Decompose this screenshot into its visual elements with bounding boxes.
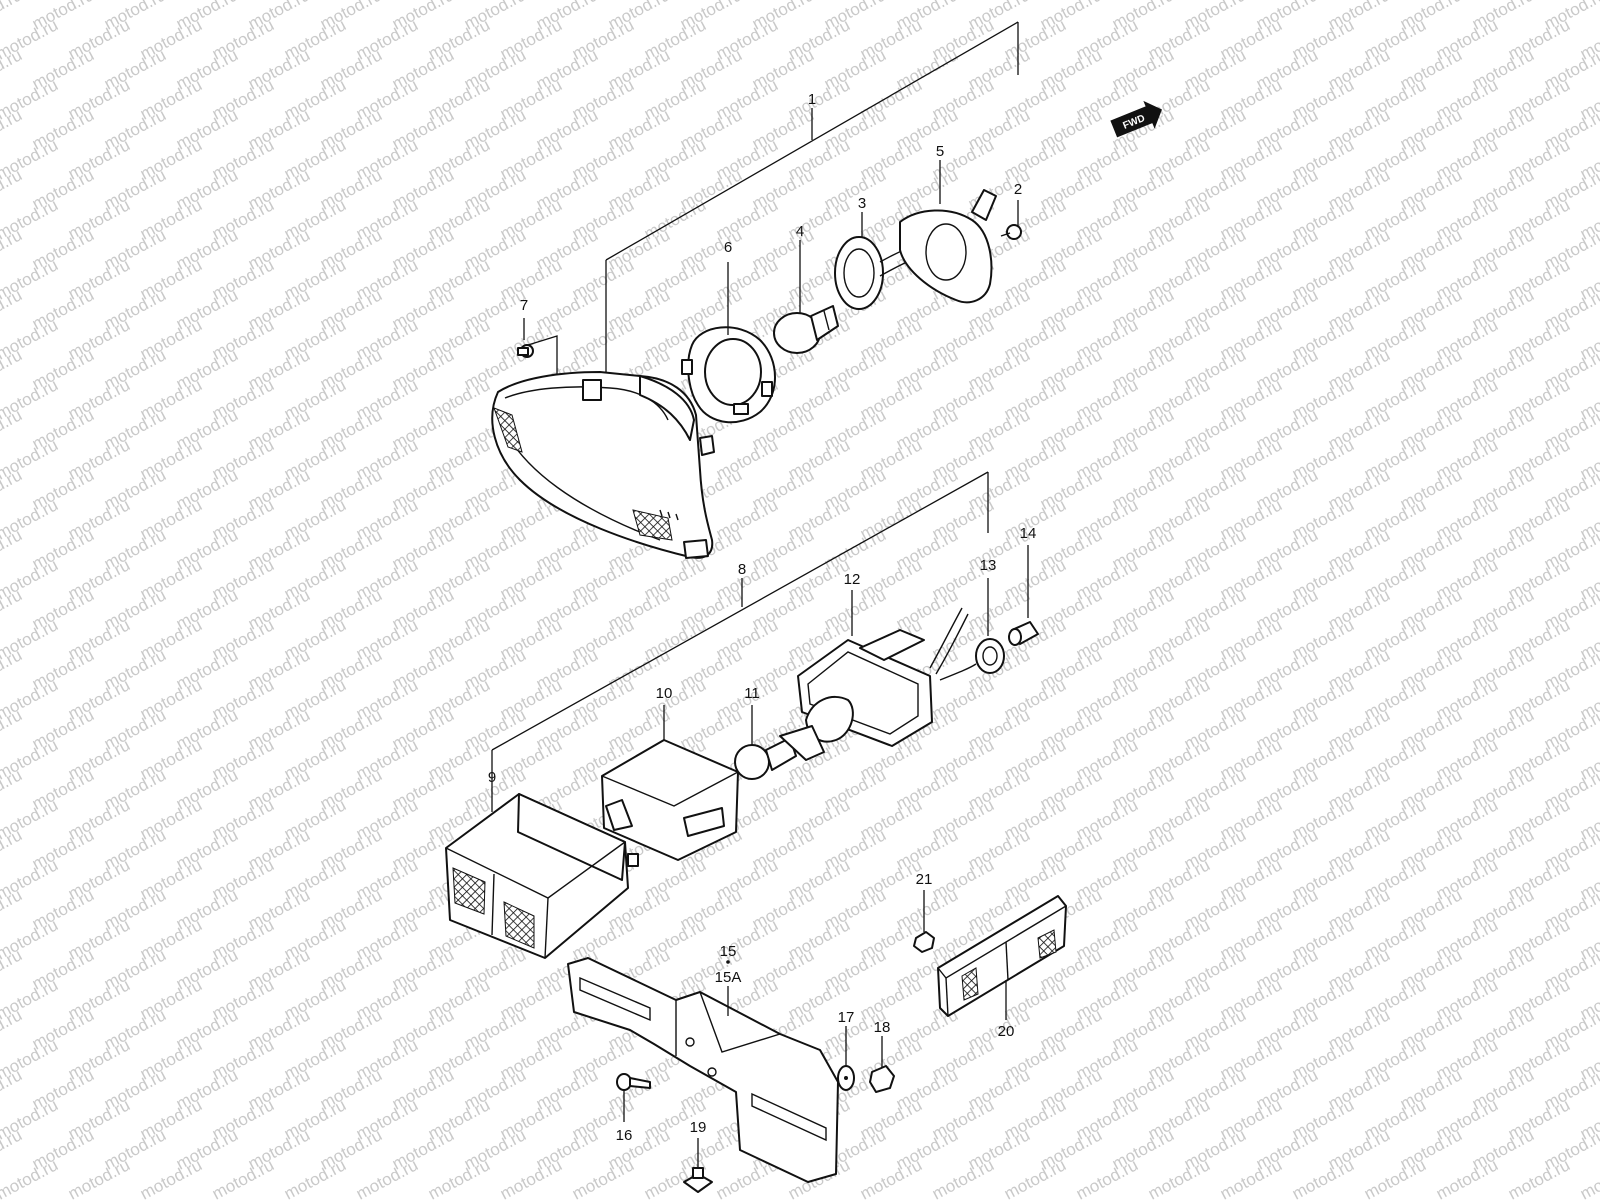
callout-17: 17 [838, 1009, 855, 1026]
callout-7: 7 [520, 297, 528, 314]
callout-10: 10 [656, 685, 673, 702]
part-6-socket-ring [681, 326, 776, 424]
callout-4: 4 [796, 223, 804, 240]
watermark-text: motod.ru [1505, 1155, 1573, 1200]
callout-14: 14 [1020, 525, 1037, 542]
callout-12: 12 [844, 571, 861, 588]
callout-9: 9 [488, 769, 496, 786]
watermark-text: motod.ru [1361, 1155, 1429, 1200]
watermark-text: motod.ru [1289, 1155, 1357, 1200]
callout-21: 21 [916, 871, 933, 888]
watermark-text: motod.ru [1073, 1155, 1141, 1200]
callout-18: 18 [874, 1019, 891, 1036]
callout-3: 3 [858, 195, 866, 212]
callout-6: 6 [724, 239, 732, 256]
callout-15: 15 [720, 943, 737, 960]
watermark-text: motod.ru [1001, 1155, 1069, 1200]
watermark-text: motod.ru [1577, 0, 1600, 4]
watermark-text: motod.ru [857, 1155, 925, 1200]
watermark-text: motod.ru [1145, 1155, 1213, 1200]
callout-15a: 15A [715, 969, 742, 986]
watermark-text: motod.ru [569, 1155, 637, 1200]
callout-19: 19 [690, 1119, 707, 1136]
watermark-text: motod.ru [497, 1155, 565, 1200]
watermark-text: motod.ru [137, 1155, 205, 1200]
watermark-text: motod.ru [209, 1155, 277, 1200]
watermark-text: motod.ru [0, 0, 25, 34]
watermark-text: motod.ru [1217, 1155, 1285, 1200]
part-12-lamp-plate [779, 607, 969, 761]
watermark-text: motod.ru [929, 1155, 997, 1200]
callout-11: 11 [744, 685, 760, 702]
part-17-washer [837, 1065, 855, 1091]
watermark-text: motod.ru [1433, 1155, 1501, 1200]
watermark-text: motod.ru [353, 1155, 421, 1200]
callout-16: 16 [616, 1127, 633, 1144]
watermark-text: motod.ru [0, 1155, 61, 1200]
callout-8: 8 [738, 561, 746, 578]
watermark-text: motod.ru [1577, 1155, 1600, 1200]
watermark-text: motod.ru [281, 1155, 349, 1200]
callout-20: 20 [998, 1023, 1015, 1040]
callout-13: 13 [980, 557, 997, 574]
callout-1: 1 [808, 91, 816, 108]
watermark-text: motod.ru [425, 1155, 493, 1200]
callout-5: 5 [936, 143, 944, 160]
watermark-text: motod.ru [65, 1155, 133, 1200]
callout-2: 2 [1014, 181, 1022, 198]
